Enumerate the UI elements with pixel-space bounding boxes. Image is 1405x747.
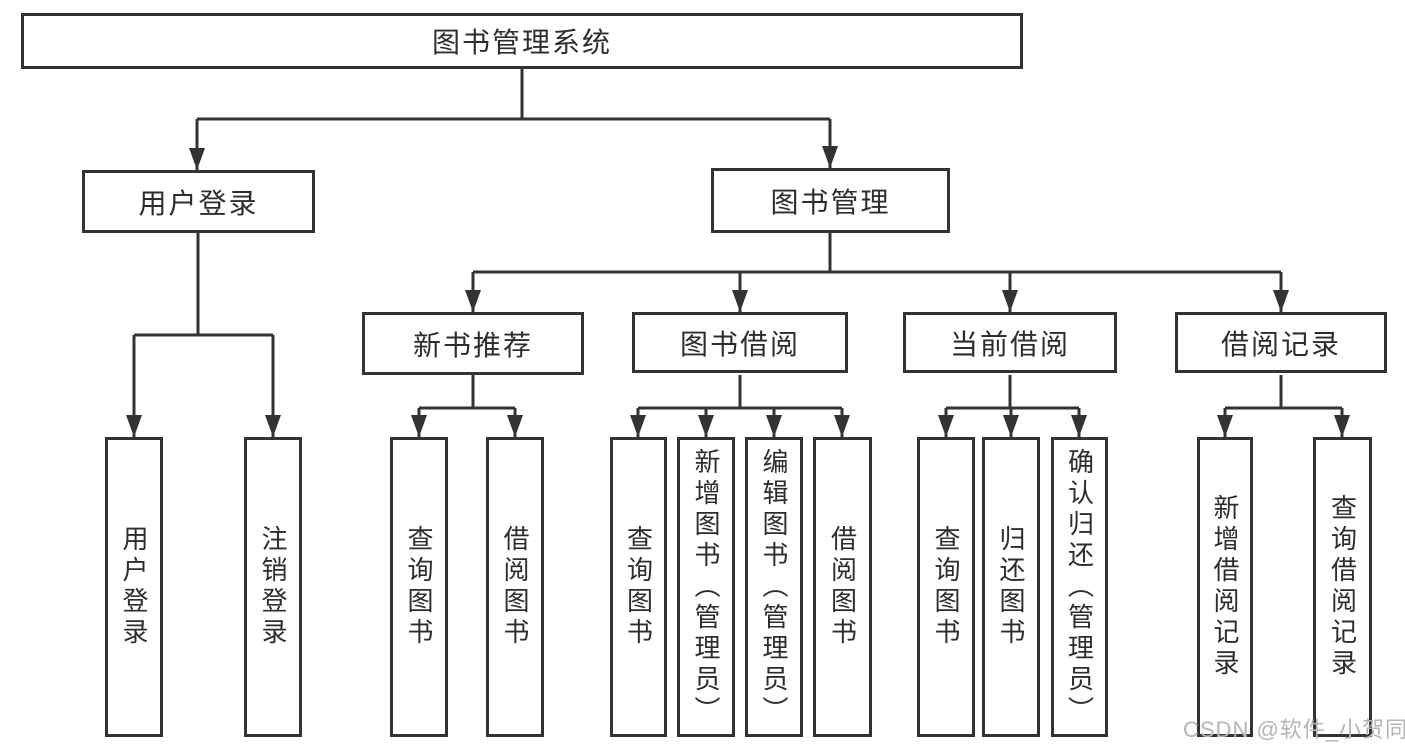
node-new-book-recommend: 新书推荐 — [362, 312, 584, 375]
csdn-watermark: CSDN @软件_小贺同学 — [1183, 717, 1405, 742]
leaf-borrowing-borrow-books-label: 借阅图书 — [827, 525, 858, 649]
leaf-borrowing-add-books-admin-label: 新增图书（管理员） — [691, 447, 721, 727]
node-library-management-system: 图书管理系统 — [21, 13, 1023, 69]
node-current-borrowing: 当前借阅 — [903, 312, 1117, 373]
leaf-borrowing-add-books-admin: 新增图书（管理员） — [677, 437, 735, 737]
leaf-borrowing-borrow-books: 借阅图书 — [813, 437, 872, 737]
leaf-current-return-books: 归还图书 — [982, 437, 1040, 737]
leaf-logout: 注销登录 — [244, 437, 302, 737]
leaf-records-add-record-label: 新增借阅记录 — [1210, 494, 1240, 680]
leaf-current-confirm-return-admin: 确认归还（管理员） — [1051, 437, 1108, 737]
leaf-logout-label: 注销登录 — [258, 525, 288, 649]
leaf-recommend-query-books: 查询图书 — [390, 437, 448, 737]
node-book-borrowing: 图书借阅 — [632, 312, 848, 373]
leaf-user-login: 用户登录 — [105, 437, 163, 737]
node-borrowing-records: 借阅记录 — [1175, 312, 1387, 373]
leaf-records-query-record: 查询借阅记录 — [1313, 437, 1372, 737]
leaf-user-login-label: 用户登录 — [119, 525, 149, 649]
leaf-current-confirm-return-admin-label: 确认归还（管理员） — [1064, 447, 1095, 727]
leaf-current-return-books-label: 归还图书 — [996, 525, 1026, 649]
leaf-borrowing-query-books-label: 查询图书 — [623, 525, 654, 649]
leaf-recommend-borrow-books: 借阅图书 — [486, 437, 544, 737]
leaf-records-query-record-label: 查询借阅记录 — [1327, 494, 1358, 680]
leaf-borrowing-query-books: 查询图书 — [610, 437, 667, 737]
leaf-current-query-books-label: 查询图书 — [931, 525, 961, 649]
node-user-login: 用户登录 — [82, 170, 315, 233]
leaf-records-add-record: 新增借阅记录 — [1197, 437, 1253, 737]
leaf-borrowing-edit-books-admin-label: 编辑图书（管理员） — [759, 447, 789, 727]
leaf-borrowing-edit-books-admin: 编辑图书（管理员） — [745, 437, 803, 737]
node-book-management: 图书管理 — [711, 168, 950, 233]
leaf-recommend-borrow-books-label: 借阅图书 — [500, 525, 530, 649]
leaf-recommend-query-books-label: 查询图书 — [404, 525, 434, 649]
leaf-current-query-books: 查询图书 — [917, 437, 975, 737]
